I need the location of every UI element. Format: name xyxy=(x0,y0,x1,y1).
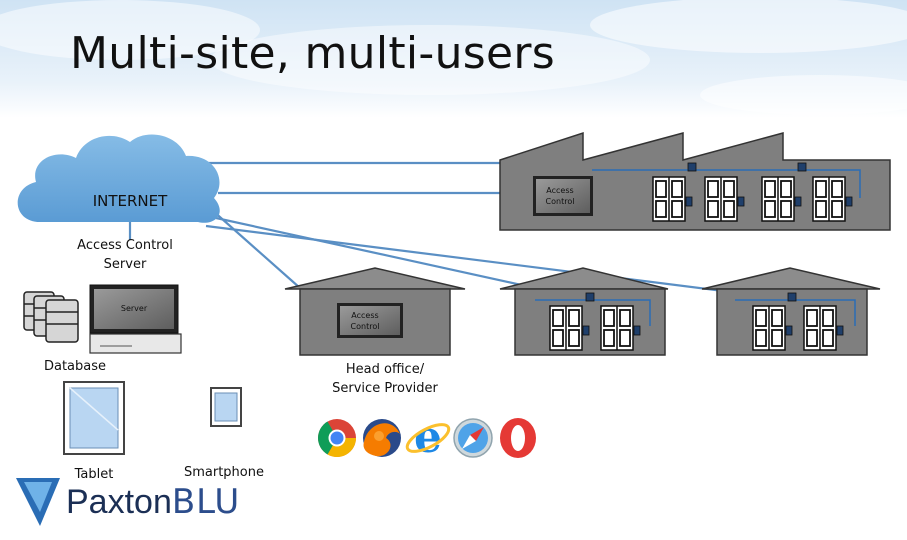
head-office-screen-label-2: Control xyxy=(351,322,380,331)
door-reader-icon xyxy=(582,325,590,336)
brand-name-part2: BLU xyxy=(171,482,241,522)
safari-icon xyxy=(453,418,493,458)
server-computer-icon: Server xyxy=(89,284,182,354)
internet-cloud: INTERNET xyxy=(17,134,220,223)
double-door-icon xyxy=(600,305,641,351)
tablet-label: Tablet xyxy=(74,467,114,482)
internet-label: INTERNET xyxy=(93,192,168,210)
head-office-label-2: Service Provider xyxy=(332,381,438,396)
warehouse-3-doors xyxy=(752,305,844,351)
access-control-server-label-1: Access Control xyxy=(77,238,173,253)
brand-name-part1: Paxton xyxy=(66,483,172,521)
head-office-screen-label-1: Access xyxy=(351,311,378,320)
door-reader-icon xyxy=(794,196,802,207)
database-label: Database xyxy=(44,359,106,374)
factory-screen-label-1: Access xyxy=(546,186,573,195)
door-reader-icon xyxy=(633,325,641,336)
factory-doors xyxy=(652,176,853,222)
door-reader-icon xyxy=(845,196,853,207)
smartphone-icon xyxy=(210,387,242,427)
sky-header-background xyxy=(0,0,907,118)
double-door-icon xyxy=(704,176,745,222)
slide-title: Multi-site, multi-users xyxy=(70,28,555,79)
firefox-icon xyxy=(363,419,401,457)
browser-icons: e xyxy=(318,412,536,463)
paxton-blu-logo: PaxtonBLU xyxy=(66,482,240,522)
head-office-building: Access Control xyxy=(284,267,466,356)
link-internet-head-office xyxy=(211,209,301,289)
double-door-icon xyxy=(761,176,802,222)
double-door-icon xyxy=(549,305,590,351)
door-reader-icon xyxy=(737,196,745,207)
door-reader-icon xyxy=(685,196,693,207)
factory-readers xyxy=(687,162,807,172)
database-icon xyxy=(23,291,79,343)
tablet-icon xyxy=(63,381,125,455)
door-reader-icon xyxy=(785,325,793,336)
smartphone-label: Smartphone xyxy=(184,465,264,480)
svg-text:e: e xyxy=(414,412,442,463)
warehouse-2-doors xyxy=(549,305,641,351)
double-door-icon xyxy=(803,305,844,351)
opera-icon xyxy=(500,418,536,458)
factory-screen-label-2: Control xyxy=(546,197,575,206)
double-door-icon xyxy=(752,305,793,351)
head-office-label-1: Head office/ xyxy=(346,362,425,377)
warehouse-2-building xyxy=(499,267,669,356)
server-screen-label: Server xyxy=(121,304,148,313)
double-door-icon xyxy=(812,176,853,222)
access-control-server-label-2: Server xyxy=(104,257,147,272)
double-door-icon xyxy=(652,176,693,222)
warehouse-3-building xyxy=(701,267,881,356)
door-reader-icon xyxy=(836,325,844,336)
link-internet-warehouse-3 xyxy=(205,224,796,302)
chrome-icon xyxy=(318,419,356,457)
internet-explorer-icon: e xyxy=(405,412,451,463)
paxton-logo-mark xyxy=(16,478,60,526)
